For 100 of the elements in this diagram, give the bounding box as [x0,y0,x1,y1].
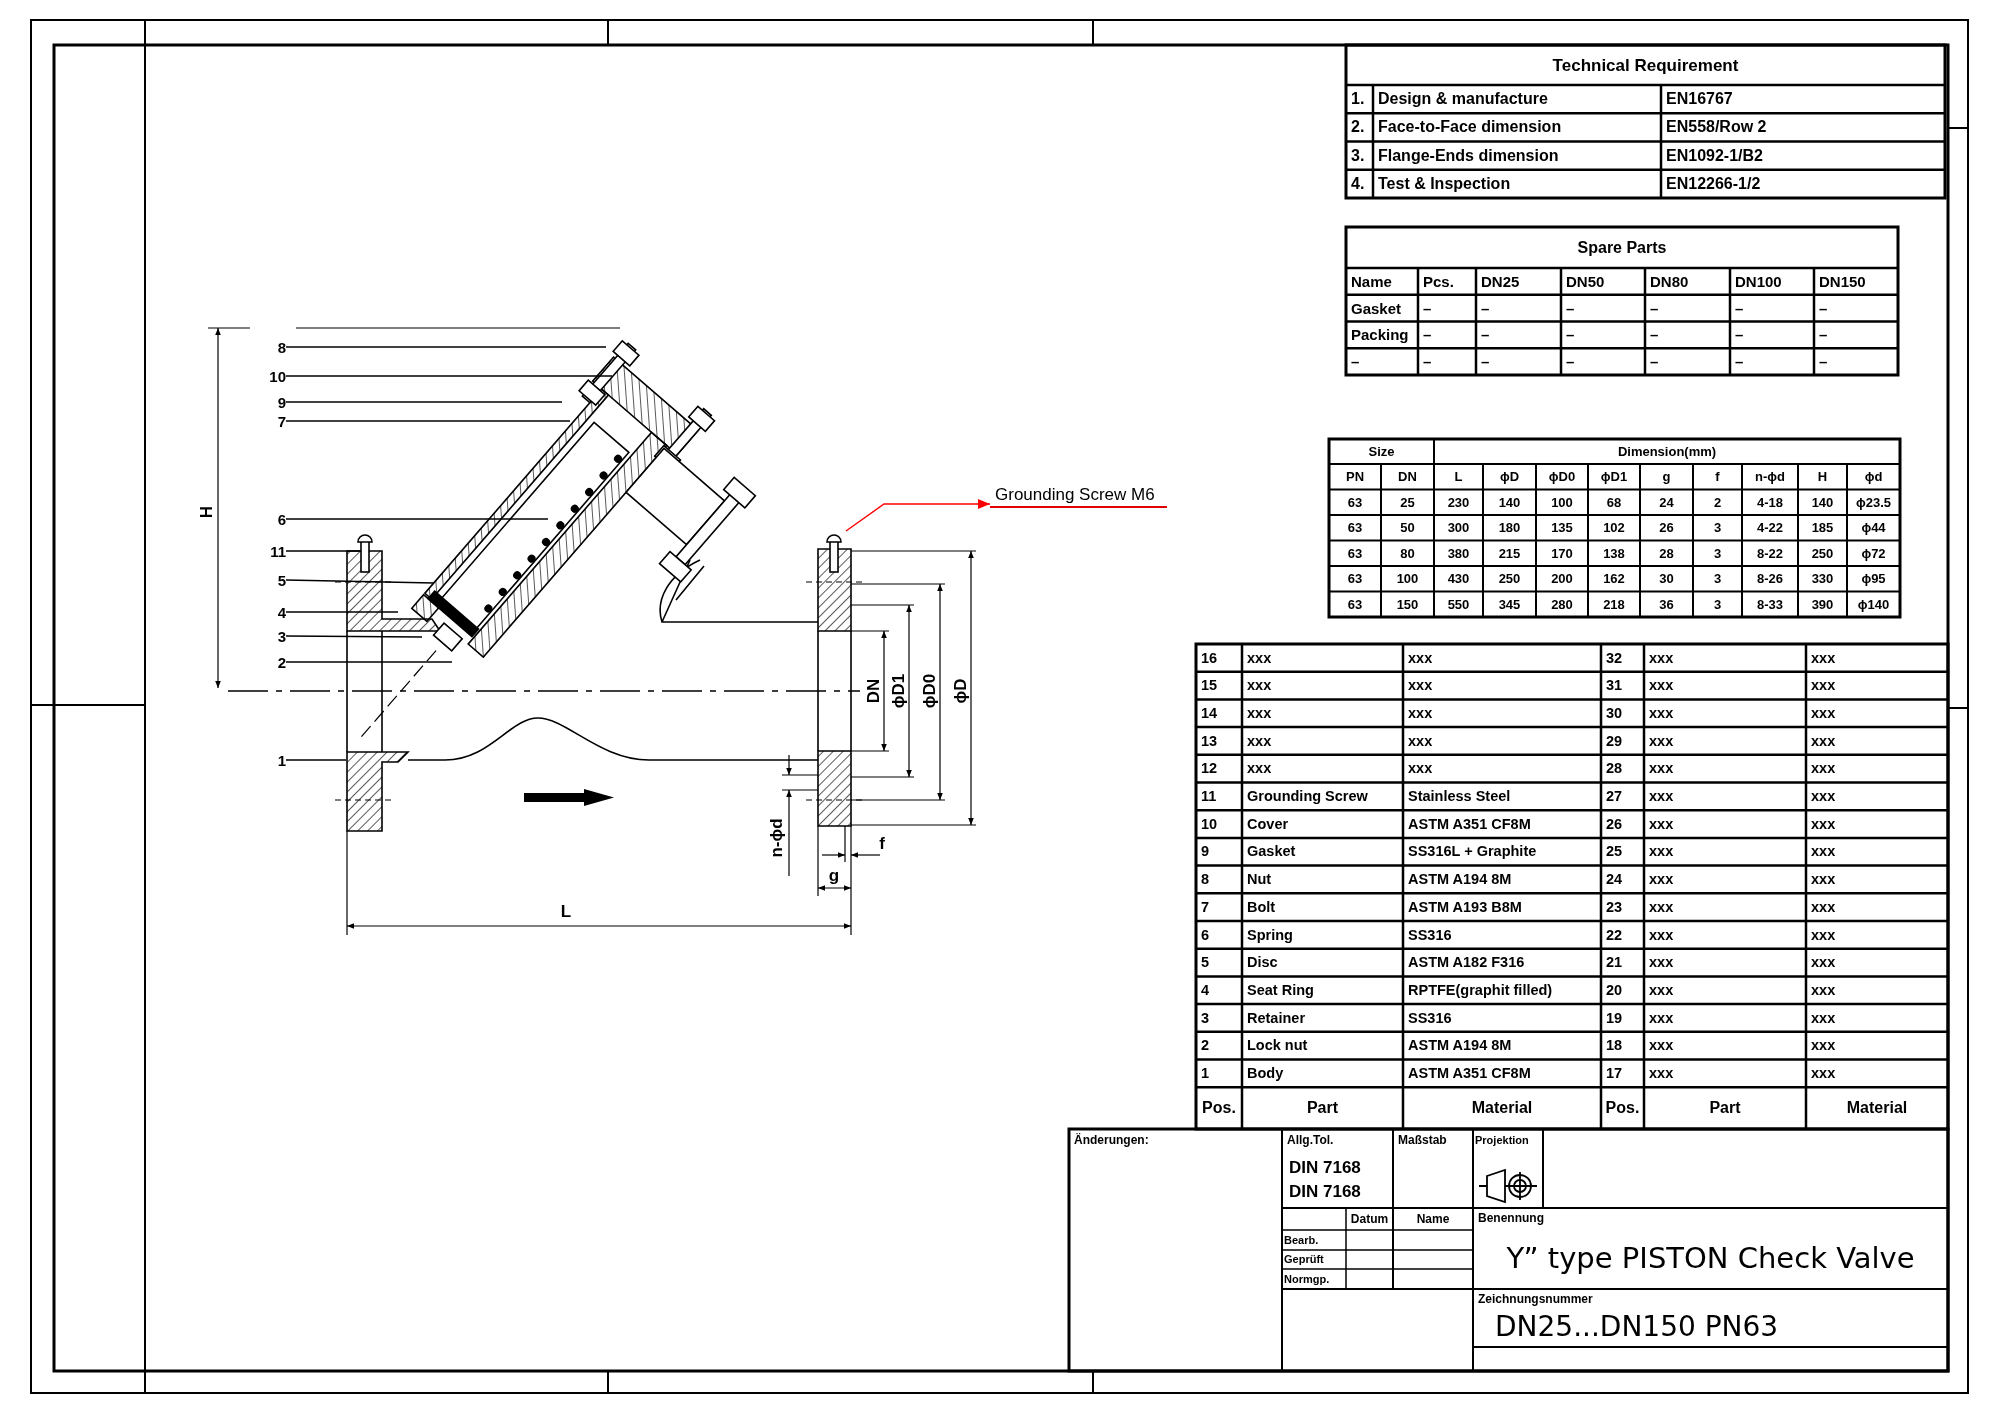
column-header: f [1714,468,1721,487]
part-name: Bolt [1246,897,1277,917]
material-spec: Stainless Steel [1407,787,1512,807]
dimension-value: 4-22 [1756,519,1784,538]
position-number: 13 [1200,731,1219,751]
column-header: DN50 [1565,271,1606,292]
material-spec: ASTM A194 8M [1407,1036,1513,1056]
dimension-label: ϕD [951,678,969,704]
empty-value: – [1734,352,1745,373]
dimension-value: 28 [1658,544,1675,563]
dimension-value: 170 [1550,544,1574,563]
callout-number: 8 [262,339,286,355]
material-spec: xxx [1407,759,1434,779]
part-name: xxx [1648,648,1675,668]
drawing-title: Y” type PISTON Check Valve [1505,1239,1916,1277]
column-header: Pos. [1604,1098,1641,1118]
dimension-label: ϕD1 [889,673,907,709]
part-name: xxx [1648,842,1675,862]
dimension-value: 550 [1446,595,1471,614]
callout-number: 1 [262,752,286,768]
leader-line [285,579,435,584]
part-name: xxx [1246,704,1273,723]
material-spec: xxx [1407,731,1434,751]
column-header: Pos. [1201,1098,1237,1118]
position-number: 10 [1200,814,1219,834]
position-number: 29 [1605,731,1624,751]
part-name: xxx [1246,731,1273,751]
dimension-value: 63 [1346,570,1364,589]
dimension-value: 102 [1602,519,1626,538]
material-spec: ASTM A194 8M [1407,870,1513,890]
material-spec: xxx [1810,787,1837,807]
position-number: 23 [1605,897,1624,917]
row-number: 4. [1350,173,1366,194]
column-header: PN [1344,468,1366,487]
dimension-value: 3 [1712,544,1723,563]
empty-value: – [1480,352,1491,373]
leader-line [845,499,991,532]
column-header: Pcs. [1422,271,1455,292]
position-number: 31 [1605,676,1624,696]
leader-line [285,518,549,520]
dimension-value: 250 [1810,544,1835,563]
part-name: Gasket [1246,842,1297,862]
dimension-label: L [560,902,572,920]
position-number: 32 [1605,648,1624,668]
dimension-value: ϕ95 [1860,570,1887,589]
empty-value: – [1649,325,1660,346]
part-name: xxx [1648,870,1675,890]
position-number: 27 [1605,787,1624,807]
dimension-value: 2 [1712,493,1723,512]
position-number: 21 [1605,953,1624,973]
dimension-value: 3 [1712,570,1723,589]
leader-line [285,346,607,348]
dimension-value: 380 [1446,544,1471,563]
drawing-number: DN25...DN150 PN63 [1494,1309,1780,1345]
column-header: ϕD1 [1599,468,1629,487]
dimension-value: ϕ140 [1856,595,1891,614]
tolerance-standard: DIN 7168 [1288,1180,1362,1203]
material-spec: xxx [1407,704,1434,723]
part-name: xxx [1648,1064,1675,1084]
dimension-label: g [828,866,840,884]
dimension-value: 300 [1446,519,1471,538]
material-spec: ASTM A351 CF8M [1407,1064,1532,1084]
position-number: 18 [1605,1036,1624,1056]
field-title: Projektion [1474,1132,1530,1148]
empty-value: – [1565,352,1576,373]
empty-value: – [1565,325,1576,346]
material-spec: xxx [1810,1036,1837,1056]
part-name: xxx [1648,731,1675,751]
column-header: ϕD [1498,468,1521,487]
dimension-label: ϕD0 [920,673,938,709]
leader-line [285,550,362,552]
dimension-value: 63 [1346,595,1364,614]
material-spec: xxx [1810,814,1837,834]
part-name: Cover [1246,814,1290,834]
requirement-text: Test & Inspection [1377,173,1512,194]
dimension-label: n-ϕd [767,818,785,858]
callout-number: 7 [262,413,286,429]
requirement-text: Flange-Ends dimension [1377,145,1560,166]
column-header: DN80 [1649,271,1690,292]
column-header: Part [1305,1098,1340,1118]
material-spec: xxx [1810,1008,1837,1028]
column-header: Size [1367,443,1396,461]
standard-code: EN12266-1/2 [1665,173,1762,194]
dimension-value: 80 [1399,544,1416,563]
position-number: 12 [1200,759,1219,779]
part-name: xxx [1648,897,1675,917]
material-spec: xxx [1810,648,1837,668]
dimension-value: 36 [1658,595,1675,614]
column-header: Material [1845,1098,1909,1118]
dimension-value: ϕ44 [1860,519,1887,538]
empty-value: – [1818,325,1829,346]
part-name: Retainer [1246,1008,1307,1028]
dimension-value: 390 [1810,595,1835,614]
material-spec: xxx [1407,676,1434,696]
part-name: xxx [1648,953,1675,973]
dimension-value: 63 [1346,493,1364,512]
dimension-value: 100 [1550,493,1574,512]
dimension-label: H [197,505,215,519]
empty-value: – [1422,352,1433,373]
dimension-value: 63 [1346,544,1364,563]
